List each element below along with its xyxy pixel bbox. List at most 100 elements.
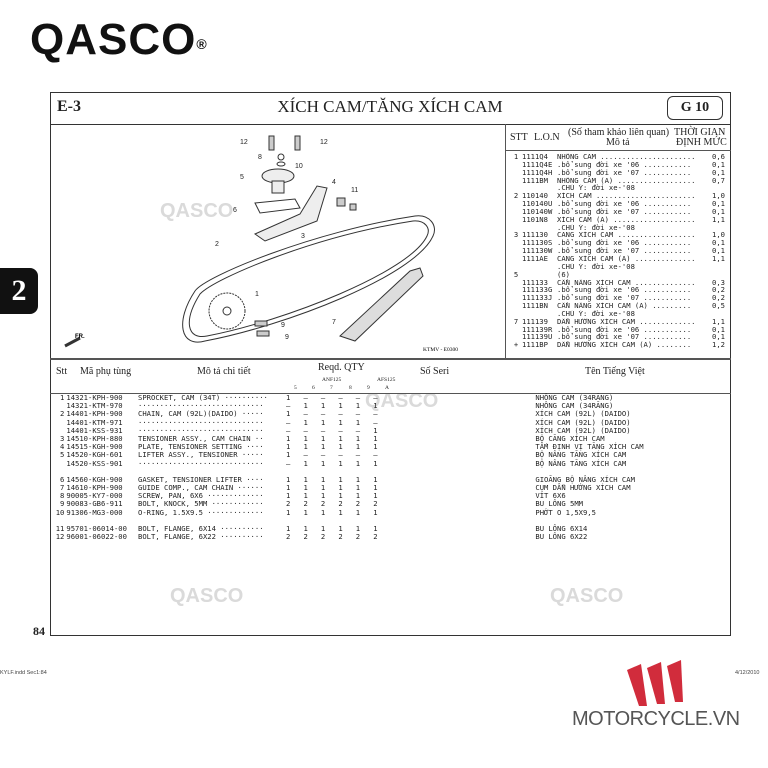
part-description: BOLT, FLANGE, 6X14 ·········· bbox=[138, 525, 264, 533]
time-cell-time: 0,1 bbox=[712, 159, 725, 169]
time-cell-desc: .bổ sung đời xe '06 ........... bbox=[557, 325, 692, 334]
vietnamese-name: BU LÔNG 6X14 bbox=[535, 524, 588, 533]
time-cell-desc: (6) bbox=[557, 270, 570, 279]
part-code: 95701-06014-00 bbox=[66, 524, 127, 533]
qty-cell: 1 bbox=[373, 524, 378, 533]
table-row[interactable]: 14520-KSS-901···························… bbox=[54, 458, 724, 468]
time-cell-lon: 110140W bbox=[522, 206, 553, 216]
serial-cell bbox=[384, 451, 445, 459]
qty-cell: – bbox=[303, 425, 308, 435]
time-cell-lon: 111139R bbox=[522, 324, 553, 334]
qty-cell: 2 bbox=[373, 499, 378, 509]
part-description: GASKET, TENSIONER LIFTER ···· bbox=[138, 475, 264, 484]
time-cell-stt bbox=[510, 239, 522, 247]
qty-cell: 2 bbox=[320, 499, 326, 509]
time-cell-time: 0,5 bbox=[712, 301, 725, 311]
time-cell-stt bbox=[510, 177, 522, 185]
time-cell-stt: 3 bbox=[513, 230, 519, 240]
qty-cell: 1 bbox=[286, 507, 291, 517]
part-description: ····························· bbox=[138, 402, 264, 411]
table-row[interactable]: 14401-KSS-931···························… bbox=[54, 425, 724, 435]
time-cell-lon: 1111BM bbox=[522, 175, 548, 185]
qty-column-label: 5 bbox=[294, 385, 297, 391]
row-stt: 5 bbox=[60, 450, 65, 460]
front-label: FR. bbox=[75, 334, 85, 340]
time-table-row: .CHÚ Ý: đời xe-'08 bbox=[510, 184, 725, 192]
table-row[interactable]: 14321-KTM-970···························… bbox=[54, 401, 724, 411]
qty-cell: 1 bbox=[355, 417, 361, 427]
group-badge: G 10 bbox=[667, 96, 723, 120]
time-table-row: 1111Q4E.bổ sung đời xe '06 ...........0,… bbox=[510, 159, 725, 169]
callout-label: 9 bbox=[285, 334, 289, 341]
callout-label: 8 bbox=[258, 154, 262, 161]
time-cell-desc: DẪN HƯỚNG XÍCH CAM (A) ........ bbox=[557, 341, 692, 350]
time-cell-lon: 110140U bbox=[522, 199, 553, 209]
qty-cell: 1 bbox=[355, 458, 361, 468]
serial-cell bbox=[384, 419, 445, 427]
part-code: 14610-KPH-900 bbox=[66, 483, 123, 493]
serial-cell bbox=[384, 435, 445, 443]
time-cell-time bbox=[705, 263, 725, 271]
part-code: 90083-GB6-911 bbox=[66, 499, 123, 509]
time-cell-time: 0,2 bbox=[712, 293, 725, 303]
part-description: BOLT, FLANGE, 6X22 ·········· bbox=[138, 533, 264, 542]
qty-cell: – bbox=[303, 393, 308, 402]
section-code: E-3 bbox=[57, 98, 81, 115]
qty-cell: 2 bbox=[373, 532, 378, 542]
callout-label: 12 bbox=[320, 139, 328, 146]
qty-cell: 2 bbox=[338, 532, 343, 542]
time-cell-desc: .bổ sung đời xe '06 ........... bbox=[557, 200, 692, 208]
site-name: MOTORCYCLE.VN bbox=[572, 708, 740, 730]
serial-cell bbox=[384, 443, 445, 451]
time-cell-lon: 111133J bbox=[522, 293, 553, 303]
serial-cell bbox=[384, 410, 445, 418]
divider bbox=[505, 150, 731, 151]
qty-cell: – bbox=[320, 409, 326, 419]
serial-cell bbox=[384, 533, 445, 541]
time-cell-desc: .CHÚ Ý: đời xe-'08 bbox=[557, 309, 635, 318]
time-cell-desc: CĂNG XÍCH CAM .................. bbox=[557, 231, 696, 240]
qty-cell: 1 bbox=[303, 483, 308, 493]
qty-cell: 1 bbox=[338, 442, 343, 452]
table-row[interactable]: 14401-KTM-971···························… bbox=[54, 417, 724, 427]
time-table-row: 111139R.bổ sung đời xe '06 ...........0,… bbox=[510, 324, 725, 334]
qty-cell: 1 bbox=[355, 524, 361, 533]
serial-cell bbox=[384, 427, 445, 435]
qty-cell: 1 bbox=[286, 524, 291, 533]
col-viet: Tên Tiếng Việt bbox=[585, 366, 645, 377]
watermark: QASCO bbox=[365, 390, 439, 412]
qty-cell: – bbox=[303, 409, 308, 419]
qty-column-label: 8 bbox=[349, 385, 352, 391]
callout-label: 1 bbox=[255, 291, 259, 298]
row-stt: 11 bbox=[55, 524, 65, 533]
diagram-code: KTMV - E0300 bbox=[423, 347, 458, 353]
part-code: 90005-KY7-000 bbox=[66, 491, 123, 501]
time-cell-time: 0,1 bbox=[712, 238, 725, 248]
time-cell-time: 1,2 bbox=[712, 340, 725, 350]
time-cell-stt bbox=[510, 247, 522, 255]
qty-cell: 1 bbox=[338, 458, 343, 468]
qty-cell: 1 bbox=[338, 433, 343, 443]
qty-cell: 1 bbox=[320, 474, 326, 484]
chapter-tab[interactable]: 2 bbox=[0, 268, 38, 314]
page-number: 84 bbox=[33, 624, 45, 638]
time-cell-stt bbox=[510, 169, 522, 177]
qty-cell: – bbox=[286, 458, 291, 468]
